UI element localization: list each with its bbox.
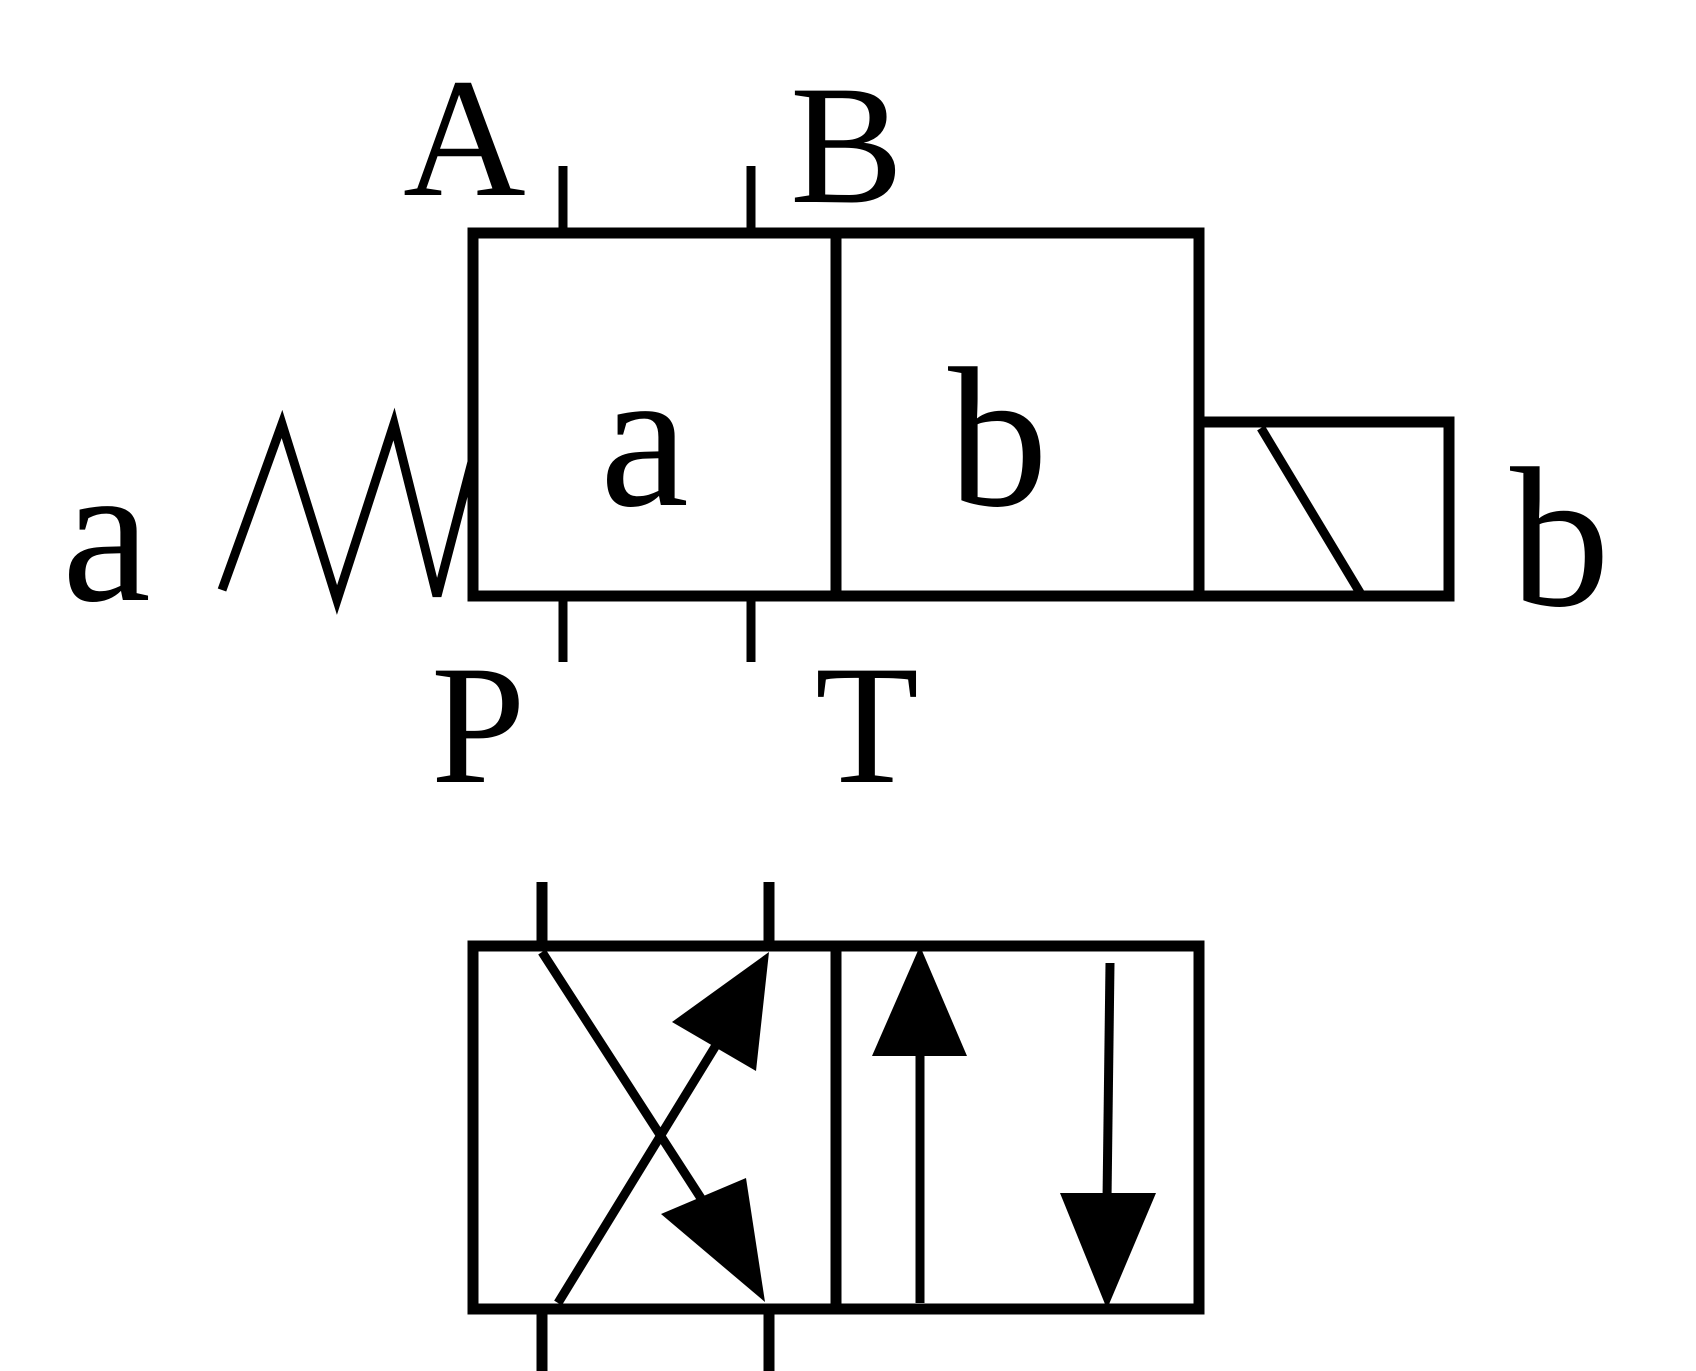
arrowhead-up <box>872 946 967 1056</box>
port-p-label: P <box>431 631 526 819</box>
solenoid-icon <box>1193 416 1455 602</box>
flow-path-p-to-b <box>554 1039 722 1306</box>
flow-path-a-to-t <box>538 949 710 1209</box>
valve-envelope-b <box>830 227 1205 602</box>
labelled-valve-block: A B P T a b a b <box>62 44 1610 819</box>
arrowhead-down <box>1060 1193 1156 1309</box>
arrowhead-down-right <box>661 1178 765 1302</box>
arrowhead-up-right <box>672 952 769 1071</box>
position-a-label: a <box>600 328 689 549</box>
flow-path-b-to-t <box>1102 962 1115 1201</box>
port-a-label: A <box>403 44 526 232</box>
port-t-label: T <box>815 631 919 819</box>
flow-symbol-block <box>467 882 1205 1371</box>
spring-icon <box>217 407 478 615</box>
cross-flow-paths <box>538 949 769 1306</box>
position-b-label: b <box>948 328 1048 549</box>
port-b-label: B <box>790 51 903 239</box>
actuator-a-label: a <box>62 423 151 644</box>
actuator-b-label: b <box>1510 428 1610 649</box>
parallel-flow-paths <box>872 946 1156 1309</box>
flow-envelope-b <box>830 940 1205 1315</box>
